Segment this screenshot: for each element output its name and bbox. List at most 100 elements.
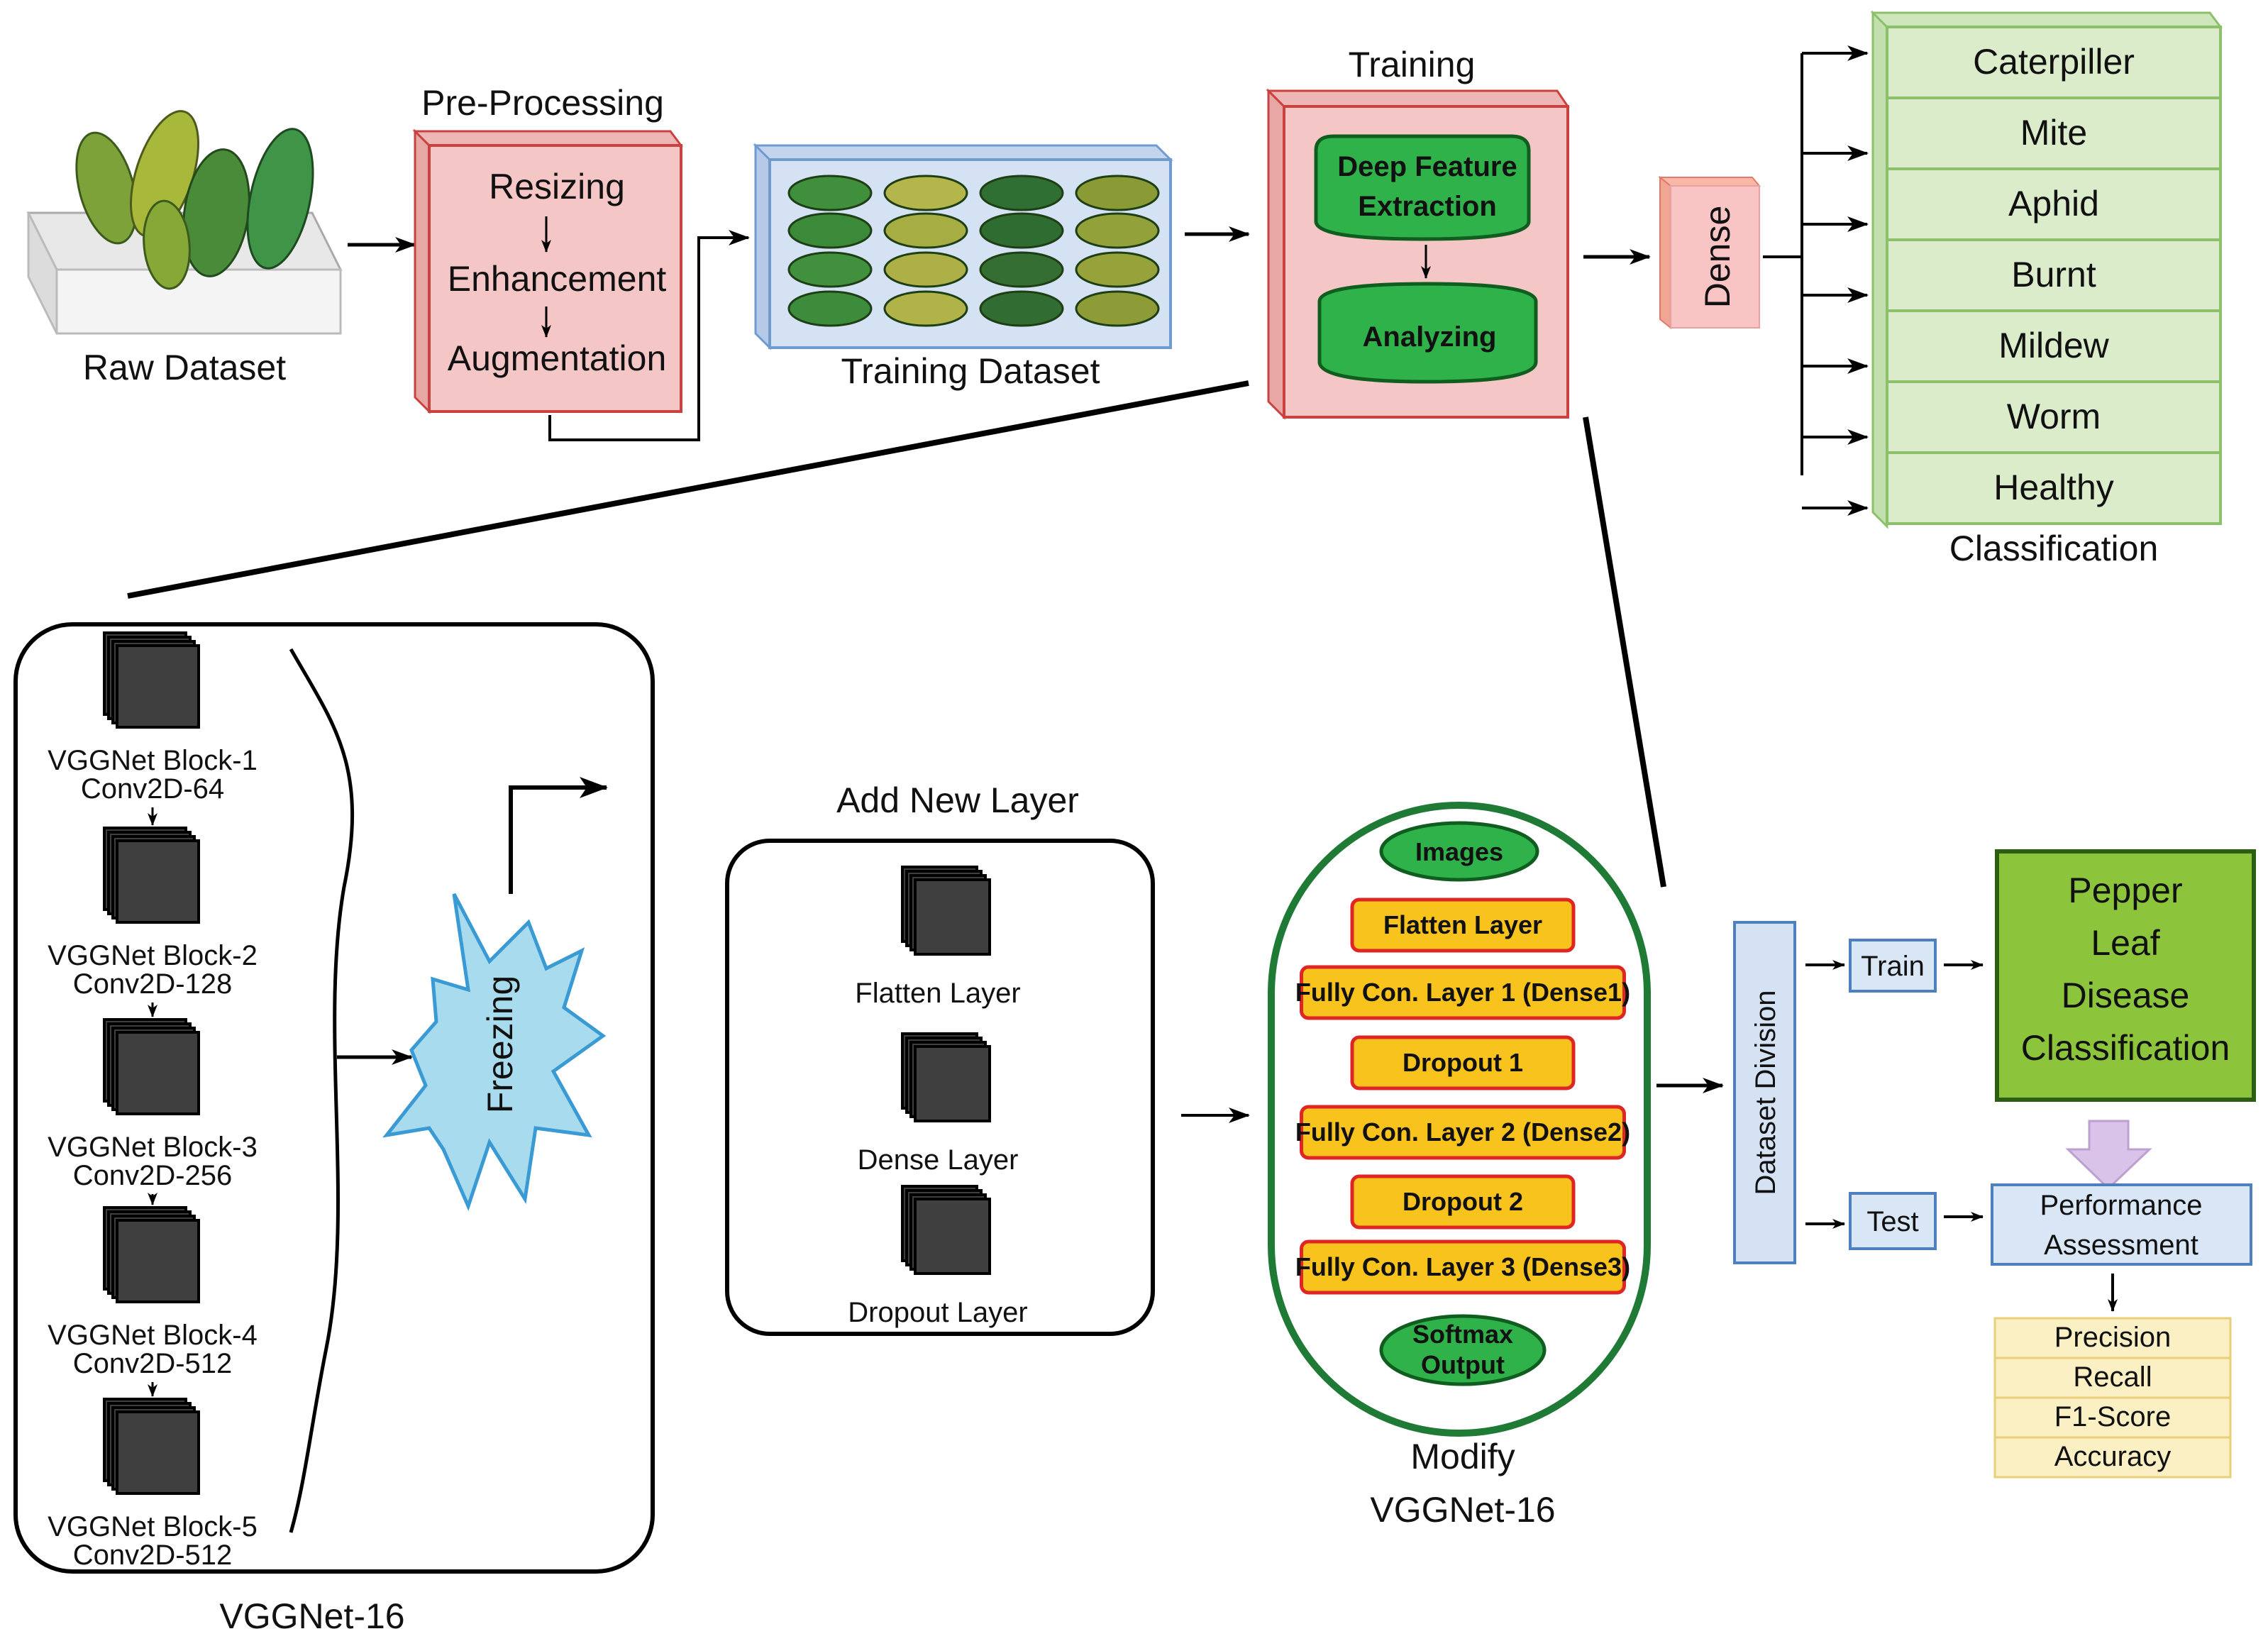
preprocessing-box: Pre-Processing Resizing Enhancement Augm…: [412, 83, 683, 414]
arrow-result-to-performance: [2065, 1120, 2152, 1191]
vggnet-block-icon: [103, 827, 200, 924]
modify-layer-box: [1300, 1105, 1626, 1160]
metric-row: [1993, 1436, 2232, 1479]
training-leaf-image: [1075, 212, 1160, 249]
vggnet-block-conv: Conv2D-128: [73, 968, 233, 1000]
training-leaf-image: [979, 175, 1064, 211]
training-leaf-image: [883, 175, 968, 211]
class-label: Mite: [2020, 113, 2087, 153]
deep-feature-line-1: Deep Feature: [1337, 151, 1517, 182]
modify-layer-label: Fully Con. Layer 1 (Dense1): [1295, 978, 1630, 1007]
analyzing-label: Analyzing: [1363, 321, 1497, 353]
vggnet-title: VGGNet-16: [219, 1596, 404, 1636]
class-row: [1886, 238, 2222, 312]
result-line-3: Disease: [2062, 976, 2190, 1015]
leaf-tray-image: [26, 110, 343, 335]
modify-layer-box: [1350, 1174, 1576, 1230]
classification-title: Classification: [1949, 529, 2159, 568]
raw-dataset: Raw Dataset: [26, 110, 343, 387]
vggnet-block-conv: Conv2D-64: [81, 773, 224, 805]
modify-layer-box: [1300, 965, 1626, 1020]
node-deep-feature-extraction: Deep Feature Extraction: [1314, 134, 1531, 241]
vggnet-block-name: VGGNet Block-3: [48, 1132, 258, 1163]
training-leaf-image: [979, 251, 1064, 288]
class-label: Burnt: [2011, 255, 2096, 294]
modify-layer-label: Dropout 1: [1403, 1048, 1523, 1077]
vggnet-block-name: VGGNet Block-4: [48, 1320, 258, 1351]
metric-row: [1993, 1357, 2232, 1399]
modify-layer-box: [1350, 1035, 1576, 1090]
preprocessing-step-enhancement: Enhancement: [448, 259, 667, 299]
vggnet-brace-curve: [289, 648, 354, 1533]
class-row: [1886, 26, 2222, 99]
modify-layer-label: Flatten Layer: [1383, 910, 1542, 939]
vggnet-block-name: VGGNet Block-2: [48, 940, 258, 971]
new-layer-label: Dense Layer: [858, 1144, 1019, 1176]
training-leaf-image: [787, 251, 873, 288]
performance-line-1: Performance: [2040, 1190, 2203, 1221]
new-layer-label: Dropout Layer: [848, 1297, 1027, 1328]
class-row: [1886, 451, 2222, 525]
training-leaf-image: [883, 212, 968, 249]
class-label: Aphid: [2008, 184, 2099, 223]
classification-stack: CaterpillerMiteAphidBurntMildewWormHealt…: [1870, 10, 2223, 568]
class-label: Caterpiller: [1973, 42, 2135, 82]
test-label: Test: [1866, 1206, 1918, 1237]
vggnet-block-name: VGGNet Block-5: [48, 1511, 258, 1542]
modify-output-node: Softmax Output: [1379, 1314, 1547, 1386]
preprocessing-step-resizing: Resizing: [489, 167, 625, 206]
class-label: Mildew: [1998, 326, 2109, 365]
training-leaf-image: [979, 290, 1064, 327]
training-dataset-box: Training Dataset: [753, 143, 1173, 391]
training-leaf-image: [883, 251, 968, 288]
fanout-class-arrows: [1802, 45, 1869, 516]
new-layer-icon: [901, 1185, 991, 1275]
training-box: Training Deep Feature Extraction Analyzi…: [1266, 45, 1570, 420]
performance-box: Performance Assessment PrecisionRecallF1…: [1991, 1183, 2252, 1479]
result-line-2: Leaf: [2091, 923, 2159, 963]
vggnet-block-icon: [103, 1018, 200, 1115]
performance-line-2: Assessment: [2044, 1230, 2198, 1261]
vggnet-block-icon: [103, 1206, 200, 1303]
result-line-1: Pepper: [2068, 871, 2182, 910]
new-layer-label: Flatten Layer: [855, 978, 1020, 1009]
modify-layer-label: Fully Con. Layer 3 (Dense3): [1295, 1252, 1630, 1281]
train-label: Train: [1861, 951, 1925, 982]
training-leaf-image: [787, 290, 873, 327]
preprocessing-step-augmentation: Augmentation: [448, 338, 667, 378]
classification-rows: CaterpillerMiteAphidBurntMildewWormHealt…: [1886, 26, 2222, 525]
deep-feature-line-2: Extraction: [1358, 191, 1497, 222]
training-leaf-image: [1075, 251, 1160, 288]
modify-title-line-2: VGGNet-16: [1370, 1490, 1555, 1530]
training-leaf-image: [1075, 290, 1160, 327]
metric-label: F1-Score: [2054, 1401, 2172, 1432]
connector-training-to-vggnet: [127, 380, 1249, 599]
training-leaf-image: [787, 212, 873, 249]
vggnet-block-conv: Conv2D-256: [73, 1160, 233, 1191]
new-layer-icon: [901, 866, 991, 956]
vggnet-block-icon: [103, 631, 200, 729]
metric-row: [1993, 1317, 2232, 1359]
class-row: [1886, 167, 2222, 241]
add-new-layer-title: Add New Layer: [836, 780, 1079, 820]
training-leaf-grid: [787, 175, 1160, 327]
connector-training-to-division: [1583, 416, 1666, 888]
modify-input-node: Images: [1379, 821, 1539, 882]
vggnet-block-icon: [103, 1398, 200, 1495]
training-leaf-image: [1075, 175, 1160, 211]
training-leaf-image: [787, 175, 873, 211]
metric-label: Accuracy: [2054, 1441, 2172, 1472]
training-dataset-label: Training Dataset: [841, 351, 1100, 391]
arrow-preprocessing-to-training-dataset: [548, 230, 750, 441]
dataset-division-label: Dataset Division: [1750, 990, 1781, 1195]
vggnet-block-conv: Conv2D-512: [73, 1348, 233, 1379]
train-box: [1849, 939, 1937, 993]
node-analyzing: Analyzing: [1317, 282, 1538, 384]
freezing-burst: Freezing: [382, 893, 607, 1211]
